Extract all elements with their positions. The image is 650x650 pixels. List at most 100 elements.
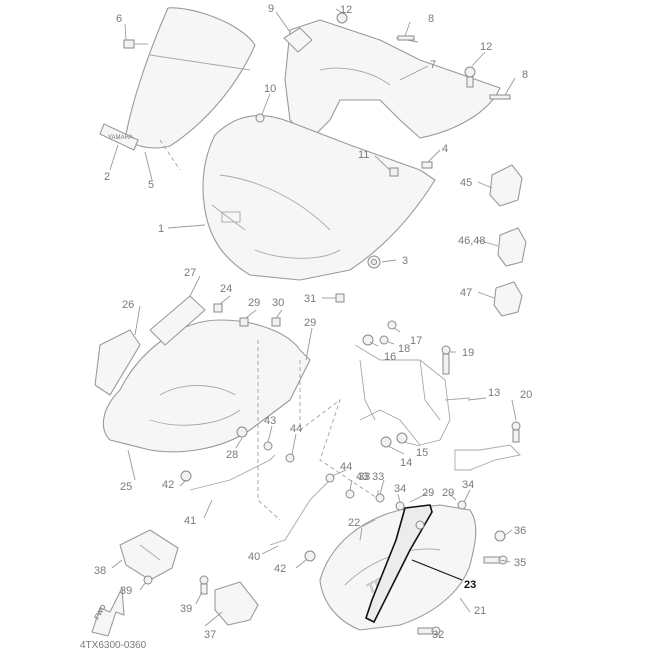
bolt-35 — [483, 555, 508, 565]
label-31: 31 — [304, 293, 316, 305]
collar-15 — [396, 432, 408, 444]
bolt-19 — [441, 345, 451, 375]
label-46-48: 46,48 — [458, 235, 486, 247]
bracket-9 — [283, 27, 313, 53]
label-9: 9 — [268, 3, 274, 15]
label-22: 22 — [348, 517, 360, 529]
label-18: 18 — [398, 343, 410, 355]
emblem-text: YAMAHA — [108, 135, 133, 141]
cover-37 — [214, 581, 259, 626]
label-8b: 8 — [522, 69, 528, 81]
label-6: 6 — [116, 13, 122, 25]
label-40: 40 — [248, 551, 260, 563]
label-33b: 33 — [372, 471, 384, 483]
leader-lines — [109, 8, 517, 637]
label-1: 1 — [158, 223, 164, 235]
label-5: 5 — [148, 179, 154, 191]
panel-27 — [149, 295, 206, 346]
label-14: 14 — [400, 457, 412, 469]
stay-13 — [354, 344, 471, 446]
collar-16 — [362, 334, 374, 346]
screw-39b — [199, 575, 209, 595]
label-33a: 33 — [358, 471, 370, 483]
label-29a: 29 — [248, 297, 260, 309]
inner-panel-7 — [284, 19, 501, 141]
label-38: 38 — [94, 565, 106, 577]
clip-11 — [389, 167, 399, 177]
label-26: 26 — [122, 299, 134, 311]
collar-14 — [380, 436, 392, 448]
bracket-46-48 — [497, 227, 527, 267]
clip-30 — [271, 317, 281, 327]
label-15: 15 — [416, 447, 428, 459]
label-25: 25 — [120, 481, 132, 493]
label-32: 32 — [432, 629, 444, 641]
guide-lines — [257, 340, 381, 521]
label-39b: 39 — [180, 603, 192, 615]
label-12a: 12 — [340, 4, 352, 16]
label-42b: 42 — [274, 563, 286, 575]
emblem-2: YAMAHA — [99, 123, 139, 151]
grommet-28 — [236, 426, 248, 438]
label-43a: 43 — [264, 415, 276, 427]
label-11: 11 — [358, 149, 369, 161]
label-29d: 29 — [442, 487, 454, 499]
label-42a: 42 — [162, 479, 174, 491]
clip-29a — [239, 317, 249, 327]
label-27: 27 — [184, 267, 196, 279]
label-36: 36 — [514, 525, 526, 537]
label-10: 10 — [264, 83, 276, 95]
strip-8b — [489, 94, 511, 100]
label-13: 13 — [488, 387, 500, 399]
label-44a: 44 — [290, 423, 302, 435]
label-3: 3 — [402, 255, 408, 267]
label-30: 30 — [272, 297, 284, 309]
clip-4 — [421, 161, 433, 169]
part-number-labels: 6 2 5 1 3 4 7 8 8 9 10 11 12 12 13 14 15… — [94, 3, 532, 641]
label-39a: 39 — [120, 585, 132, 597]
label-47: 47 — [460, 287, 472, 299]
screw-6 — [123, 39, 148, 49]
upper-cowling-1 — [202, 115, 436, 281]
windshield-part — [124, 7, 256, 171]
label-16: 16 — [384, 351, 396, 363]
label-17: 17 — [410, 335, 422, 347]
label-37: 37 — [204, 629, 216, 641]
label-8a: 8 — [428, 13, 434, 25]
screw-10 — [255, 113, 265, 123]
label-29c: 29 — [422, 487, 434, 499]
label-7: 7 — [430, 59, 436, 71]
label-23: 23 — [464, 579, 476, 591]
bracket-20 — [454, 421, 521, 471]
clip-22 — [354, 519, 376, 531]
bracket-38 — [119, 529, 179, 581]
strip-8a — [395, 35, 419, 43]
label-2: 2 — [104, 171, 110, 183]
screw-12b — [464, 66, 476, 88]
collar-36 — [494, 530, 506, 542]
label-21: 21 — [474, 605, 486, 617]
label-45: 45 — [460, 177, 472, 189]
label-34b: 34 — [462, 479, 474, 491]
bolt-17 — [387, 320, 397, 330]
bracket-45 — [489, 164, 523, 207]
clip-31 — [335, 293, 345, 303]
label-41: 41 — [184, 515, 196, 527]
label-4: 4 — [442, 143, 448, 155]
fastener-cluster — [263, 441, 467, 511]
label-44b: 44 — [340, 461, 352, 473]
label-28: 28 — [226, 449, 238, 461]
panel-26 — [94, 329, 141, 396]
stay-40-42 — [269, 479, 331, 562]
label-19: 19 — [462, 347, 474, 359]
label-34a: 34 — [394, 483, 406, 495]
clip-24 — [213, 303, 223, 313]
label-35: 35 — [514, 557, 526, 569]
label-20: 20 — [520, 389, 532, 401]
label-24: 24 — [220, 283, 232, 295]
label-43b: 43 — [356, 471, 368, 483]
trim-strip-23 — [365, 504, 433, 623]
label-29b: 29 — [304, 317, 316, 329]
fwd-arrow: FWD — [91, 587, 125, 637]
